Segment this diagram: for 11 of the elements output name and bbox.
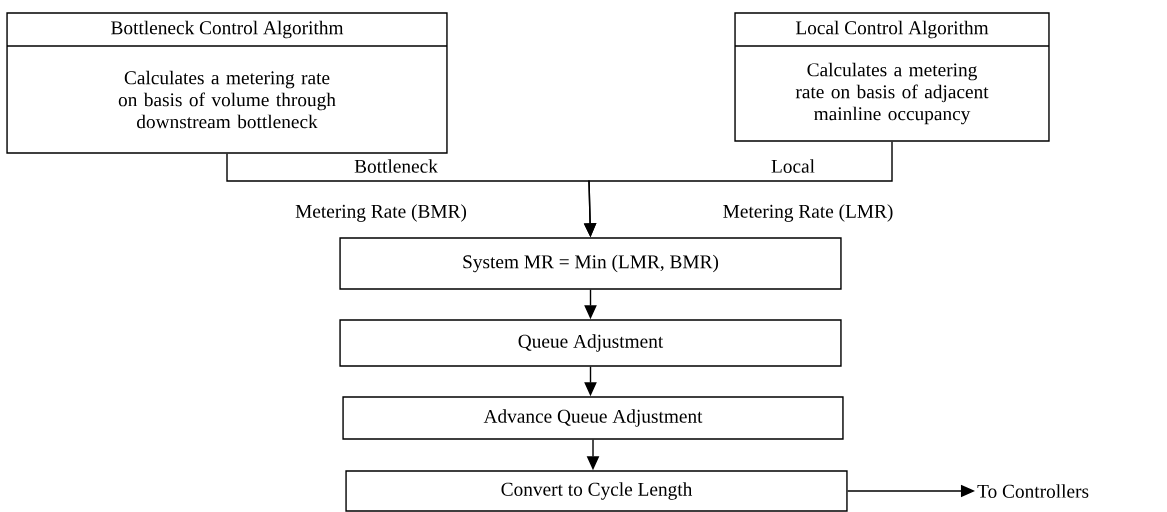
process-box: Advance Queue Adjustment — [342, 396, 844, 440]
rate-label: Bottleneck — [354, 159, 438, 173]
process-box: Queue Adjustment — [339, 319, 842, 367]
rate-label: Local — [771, 159, 815, 173]
process-box: Convert to Cycle Length — [345, 470, 848, 512]
rate-label: Metering Rate (BMR) — [295, 204, 467, 222]
process-box: Bottleneck Control Algorithm Calculates a metering rate on basis of volume through downstream bottleneck — [6, 12, 448, 154]
process-box: Local Control Algorithm Calculates a metering rate on basis of adjacent mainline occupancy — [734, 12, 1050, 142]
output-label: To Controllers — [977, 484, 1089, 498]
process-box: System MR = Min (LMR, BMR) — [339, 237, 842, 290]
rate-label: Metering Rate (LMR) — [723, 204, 893, 222]
